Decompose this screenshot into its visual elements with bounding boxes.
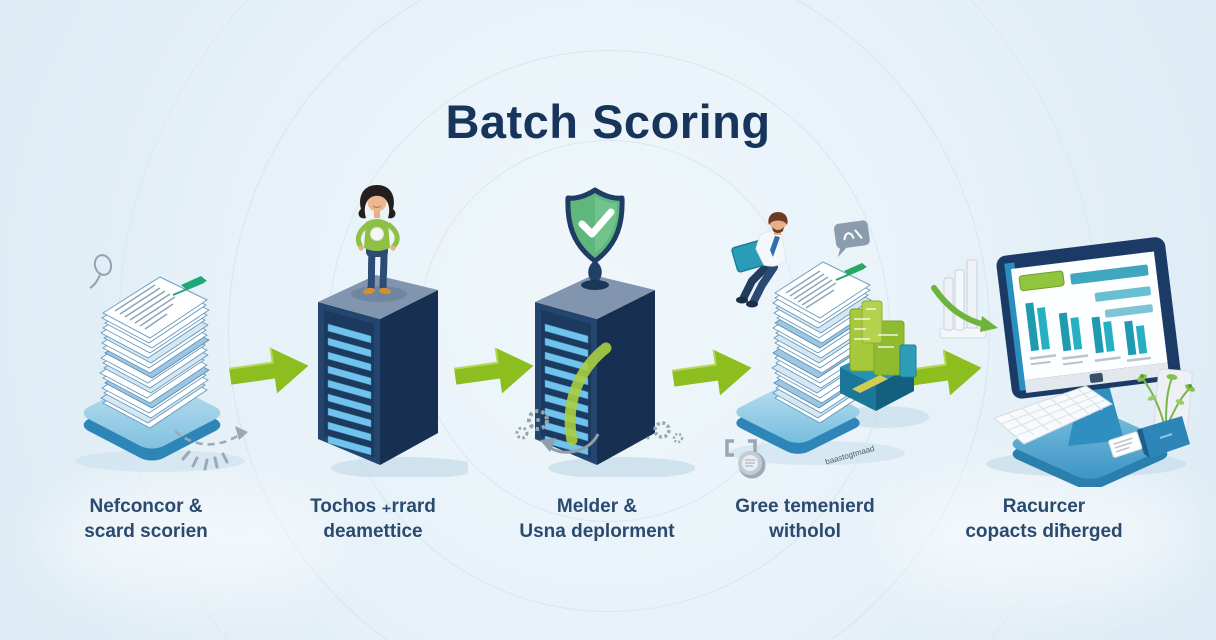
page-title: Batch Scoring (445, 95, 771, 148)
flow-arrow-4 (902, 349, 982, 396)
green-tag (181, 276, 207, 290)
stage-caption-5-line2: copacts diħerged (965, 521, 1123, 542)
paper-stack (99, 276, 210, 429)
stage-caption-2-line2: deamettice (323, 521, 423, 542)
stage-caption-5: Racurcer copacts diħerged (934, 494, 1154, 544)
illustration-document-stack (75, 254, 248, 472)
gear-icon (646, 421, 684, 444)
stage-caption-1-line2: scard scorien (84, 521, 208, 542)
keyboard (993, 385, 1114, 445)
background-glow (40, 480, 340, 600)
illustration-server-tower-woman (318, 185, 468, 477)
server-tower (535, 275, 655, 465)
stage-caption-3-line1: Melder & (556, 496, 638, 517)
background-glow (880, 470, 1200, 600)
dashboard-screen (1018, 264, 1154, 366)
green-machine (840, 300, 917, 411)
check-shield-icon (565, 187, 625, 290)
illustration-monitor-dashboard (931, 237, 1195, 487)
stage-caption-1-line1: Nefconcor & (89, 496, 203, 517)
stage-caption-4-line1: Gree temenierd (735, 496, 875, 517)
green-swoosh (564, 342, 612, 446)
plant-pot-icon (1137, 368, 1195, 458)
stage-caption-3: Melder & Usna deplorment (487, 494, 707, 544)
speech-bubble-icon (834, 220, 870, 258)
green-tag (844, 263, 867, 275)
stage-caption-4-line2: witholol (769, 521, 841, 542)
mini-bar-chart-icon (931, 259, 998, 339)
monitor (996, 237, 1181, 399)
flow-arrow-1 (229, 347, 309, 394)
refresh-arrow-icon (540, 433, 600, 454)
illustration-document-review-machine: baastogtmaad (725, 212, 929, 479)
dashed-arrow-icon (174, 426, 248, 471)
stage-caption-2-line1: Tochos ₊rrard (310, 496, 436, 517)
server-tower (318, 275, 438, 465)
woman-figure (351, 185, 407, 302)
stage-caption-5-line1: Racurcer (1002, 496, 1086, 517)
stage-caption-2: Tochos ₊rrard deamettice (263, 494, 483, 544)
analyst-figure (731, 212, 788, 308)
paper-stack (771, 261, 873, 424)
gear-icon (515, 409, 549, 440)
flow-arrow-2 (454, 347, 534, 394)
magnifier-icon (89, 254, 113, 289)
stage-caption-3-line2: Usna deplorment (519, 521, 675, 542)
illustration-server-tower-shield (515, 187, 695, 477)
coin-icon (738, 451, 766, 479)
stage-caption-4: Gree temenierd witholol (695, 494, 915, 544)
paper-icon (1108, 431, 1143, 458)
document-text-lines (785, 270, 837, 309)
stage-caption-1: Nefconcor & scard scorien (36, 494, 256, 544)
flow-arrow-3 (672, 349, 752, 396)
document-text-lines (114, 284, 176, 330)
